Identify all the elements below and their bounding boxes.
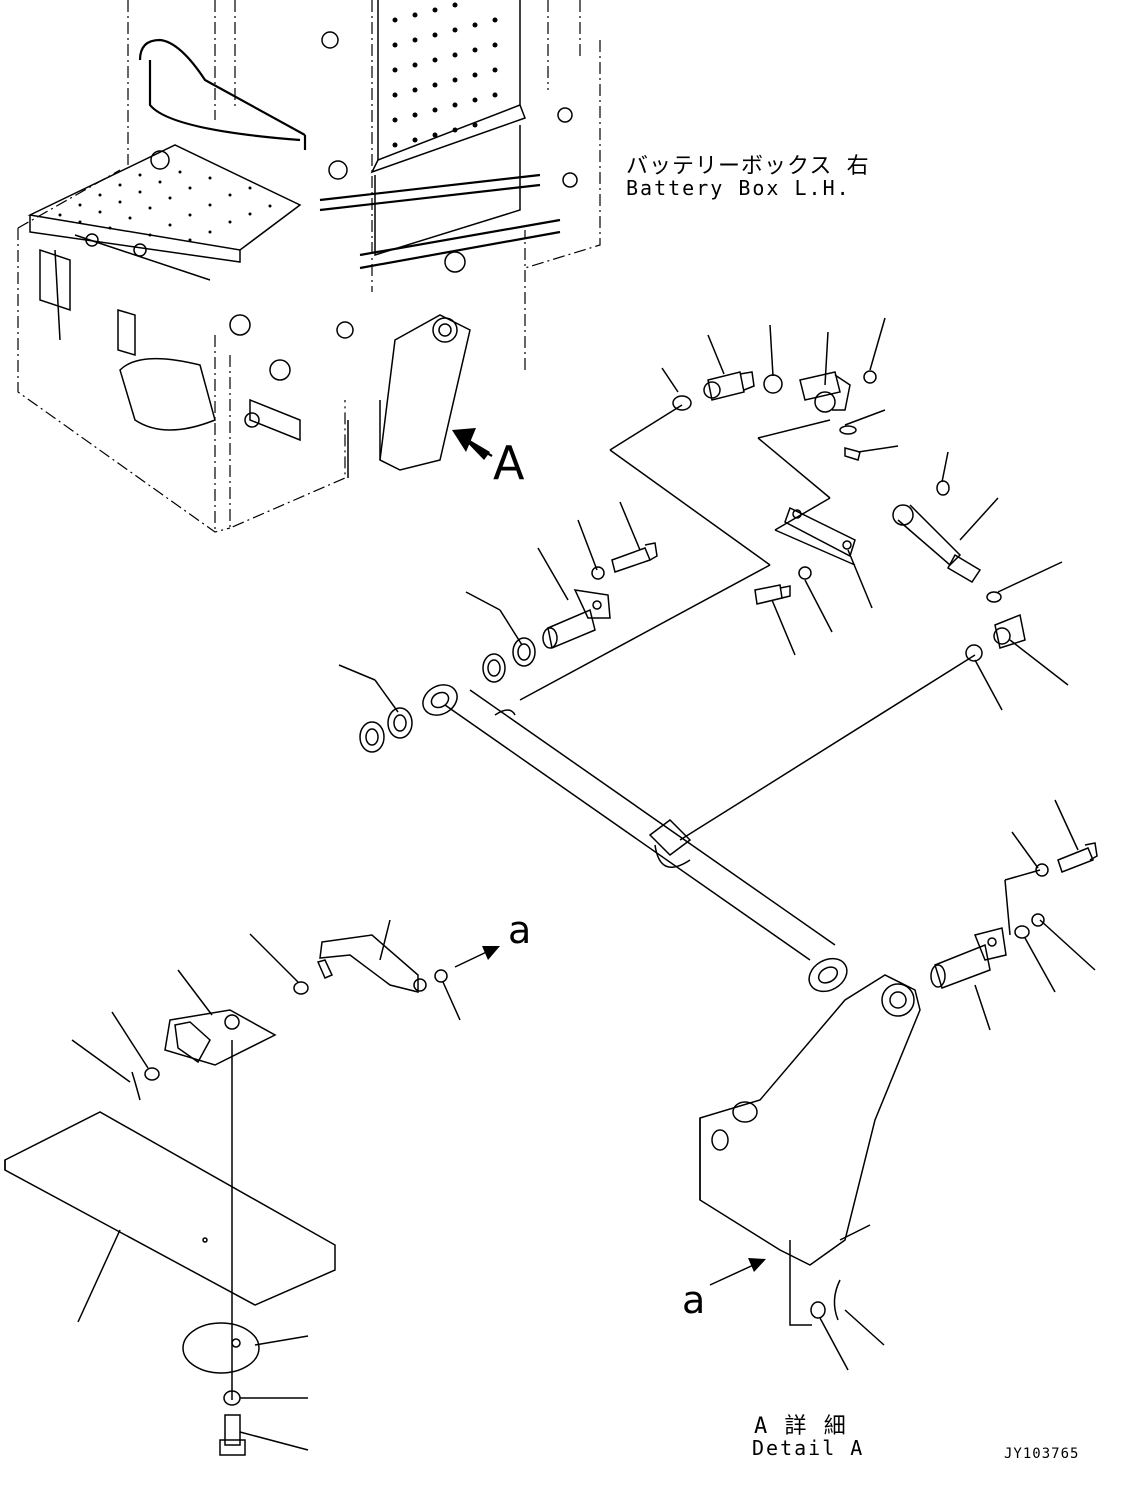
lever-group — [4, 934, 448, 1456]
view-a-label: A — [493, 436, 525, 490]
pin-group — [359, 542, 658, 753]
machine-body — [17, 0, 601, 533]
battery-box-label-jp: バッテリーボックス 右 — [626, 154, 870, 179]
leader-lines — [231, 404, 1041, 1400]
detail-label-jp: A 詳 細 — [754, 1414, 848, 1439]
main-rod — [422, 684, 848, 993]
fittings-group — [672, 370, 1026, 662]
detail-label-en: Detail A — [752, 1436, 865, 1460]
drawing-id: JY103765 — [1004, 1446, 1080, 1462]
view-arrow-a — [452, 428, 493, 460]
ref-arrows — [454, 946, 766, 1286]
bracket-arm — [699, 974, 921, 1266]
callout-leaders — [71, 317, 1096, 1451]
battery-box-label-en: Battery Box L.H. — [626, 176, 851, 200]
ref-a-label-top: a — [508, 908, 532, 952]
right-pin-group — [810, 842, 1098, 1321]
ref-a-label-bottom: a — [682, 1278, 706, 1322]
